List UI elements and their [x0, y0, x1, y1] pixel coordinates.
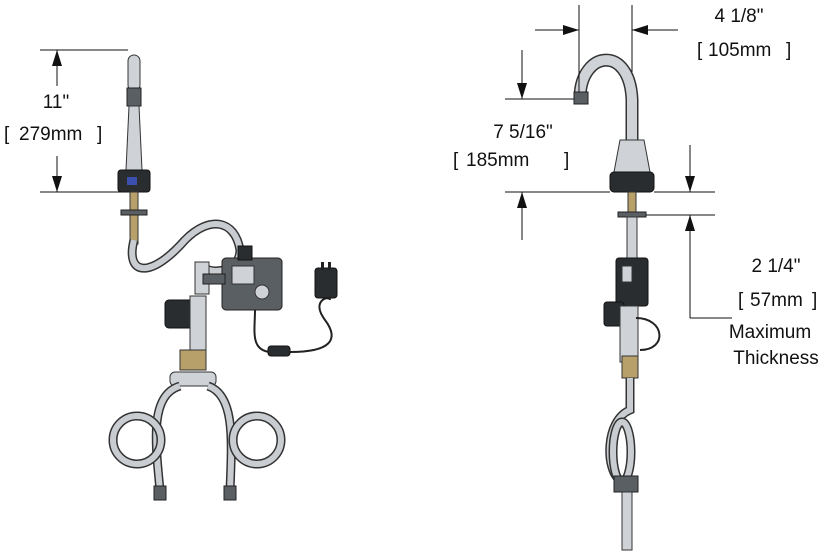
- shank: [129, 191, 139, 245]
- arrow-head: [632, 25, 648, 35]
- height-dimension: 11" [ 279mm ]: [4, 49, 128, 193]
- spout-tip: [127, 54, 141, 92]
- deck-imperial: 2 1/4": [751, 256, 800, 277]
- bracket-left: [: [697, 40, 703, 61]
- bracket-right: ]: [564, 150, 569, 171]
- arrow-head: [685, 215, 695, 231]
- deck-thickness-dimension: 2 1/4" [ 57mm ] Maximum Thickness: [646, 145, 819, 369]
- arrow-head: [52, 176, 62, 192]
- side-cord: [635, 317, 661, 351]
- height-imperial: 11": [43, 92, 69, 113]
- deck-note-line2: Thickness: [733, 348, 819, 369]
- deck-metric: 57mm: [750, 290, 803, 311]
- spout-neck: [613, 139, 651, 173]
- hose-end-right: [223, 485, 237, 501]
- reach-dimension: 4 1/8" [ 105mm ]: [535, 5, 791, 92]
- power-adapter: [314, 267, 338, 299]
- spout-height-dimension: 7 5/16" [ 185mm ]: [453, 50, 610, 240]
- bracket-left: [: [738, 290, 744, 311]
- mounting-nut: [120, 209, 148, 216]
- spout-body: [125, 105, 143, 171]
- bracket-right: ]: [97, 124, 102, 145]
- reach-metric: 105mm: [708, 40, 771, 61]
- sensor-window: [127, 177, 137, 185]
- wye-fitting: [179, 349, 207, 371]
- spout-outlet: [573, 91, 589, 105]
- spout-height-imperial: 7 5/16": [493, 122, 553, 143]
- spout-aerator: [126, 87, 142, 107]
- side-supply-tube: [621, 491, 633, 551]
- height-metric: 279mm: [19, 124, 82, 145]
- bracket-right: ]: [812, 290, 817, 311]
- deck-note-line1: Maximum: [729, 322, 811, 343]
- arrow-head: [517, 192, 527, 208]
- arrow-head: [563, 25, 579, 35]
- reach-imperial: 4 1/8": [714, 6, 763, 27]
- arrow-head: [52, 50, 62, 66]
- arrow-head: [685, 176, 695, 192]
- bracket-left: [: [453, 150, 459, 171]
- side-view: [573, 53, 661, 551]
- arrow-head: [517, 83, 527, 99]
- bracket-left: [: [4, 124, 10, 145]
- front-view: [108, 54, 338, 501]
- hose-end-left: [153, 485, 167, 501]
- spout-height-metric: 185mm: [466, 150, 529, 171]
- bracket-right: ]: [786, 40, 791, 61]
- side-sensor-base: [609, 171, 655, 193]
